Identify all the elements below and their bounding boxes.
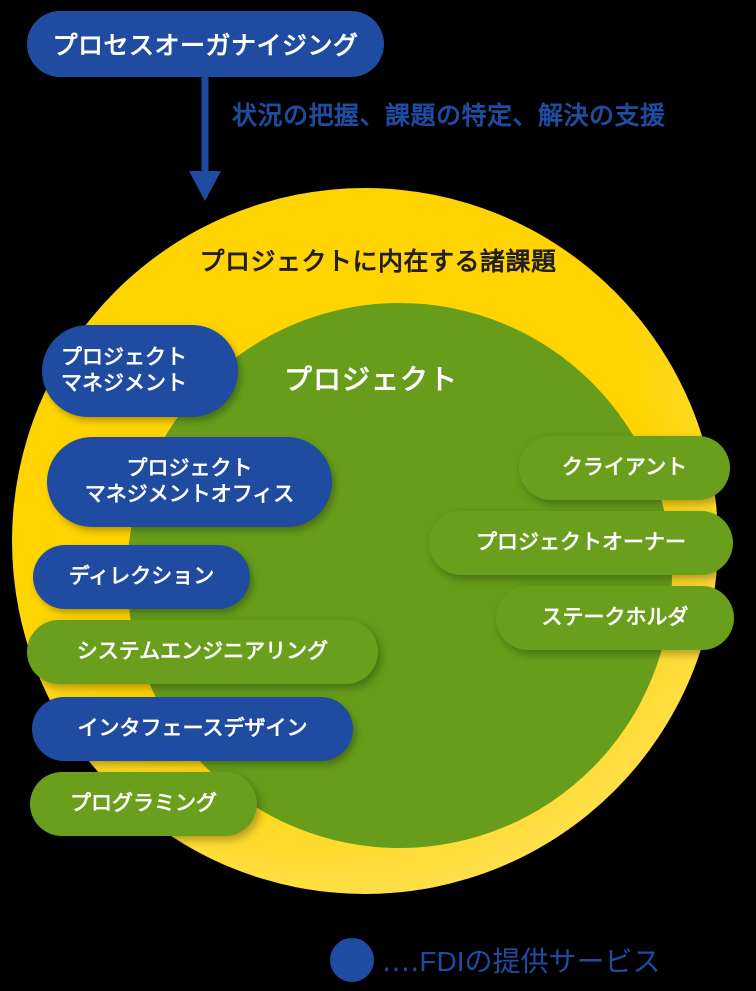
pill-label: システムエンジニアリング	[76, 640, 329, 664]
pill-label: プロジェクト マネジメント	[61, 346, 187, 395]
pill-label: プロジェクト マネジメントオフィス	[84, 457, 295, 506]
pill-label: インタフェースデザイン	[77, 717, 308, 741]
pill-project-owner[interactable]: プロジェクトオーナー	[429, 511, 733, 575]
legend-dot-icon	[330, 938, 374, 982]
pill-label: ディレクション	[68, 565, 215, 589]
outer-circle-title: プロジェクトに内在する諸課題	[199, 248, 557, 276]
node-process-organizing[interactable]: プロセスオーガナイジング	[27, 11, 384, 77]
pill-label: ステークホルダ	[541, 606, 689, 630]
legend-label: ‥‥FDIの提供サービス	[382, 946, 661, 977]
pill-label: クライアント	[561, 456, 688, 480]
pill-direction[interactable]: ディレクション	[33, 545, 250, 609]
pill-label: プログラミング	[70, 792, 217, 816]
pill-project-management[interactable]: プロジェクト マネジメント	[42, 325, 238, 417]
inner-circle-title: プロジェクト	[284, 364, 459, 395]
pill-interface-design[interactable]: インタフェースデザイン	[32, 697, 353, 761]
pill-project-management-office[interactable]: プロジェクト マネジメントオフィス	[47, 437, 332, 527]
down-arrow-icon	[189, 70, 221, 201]
legend: ‥‥FDIの提供サービス	[330, 938, 660, 982]
pill-label: プロジェクトオーナー	[476, 531, 686, 555]
pill-stakeholder[interactable]: ステークホルダ	[496, 586, 734, 650]
pill-programming[interactable]: プログラミング	[30, 772, 257, 836]
pill-client[interactable]: クライアント	[519, 436, 730, 500]
arrow-caption: 状況の把握、課題の特定、解決の支援	[232, 102, 666, 130]
node-process-organizing-label: プロセスオーガナイジング	[52, 32, 359, 60]
pill-system-engineering[interactable]: システムエンジニアリング	[27, 620, 378, 684]
